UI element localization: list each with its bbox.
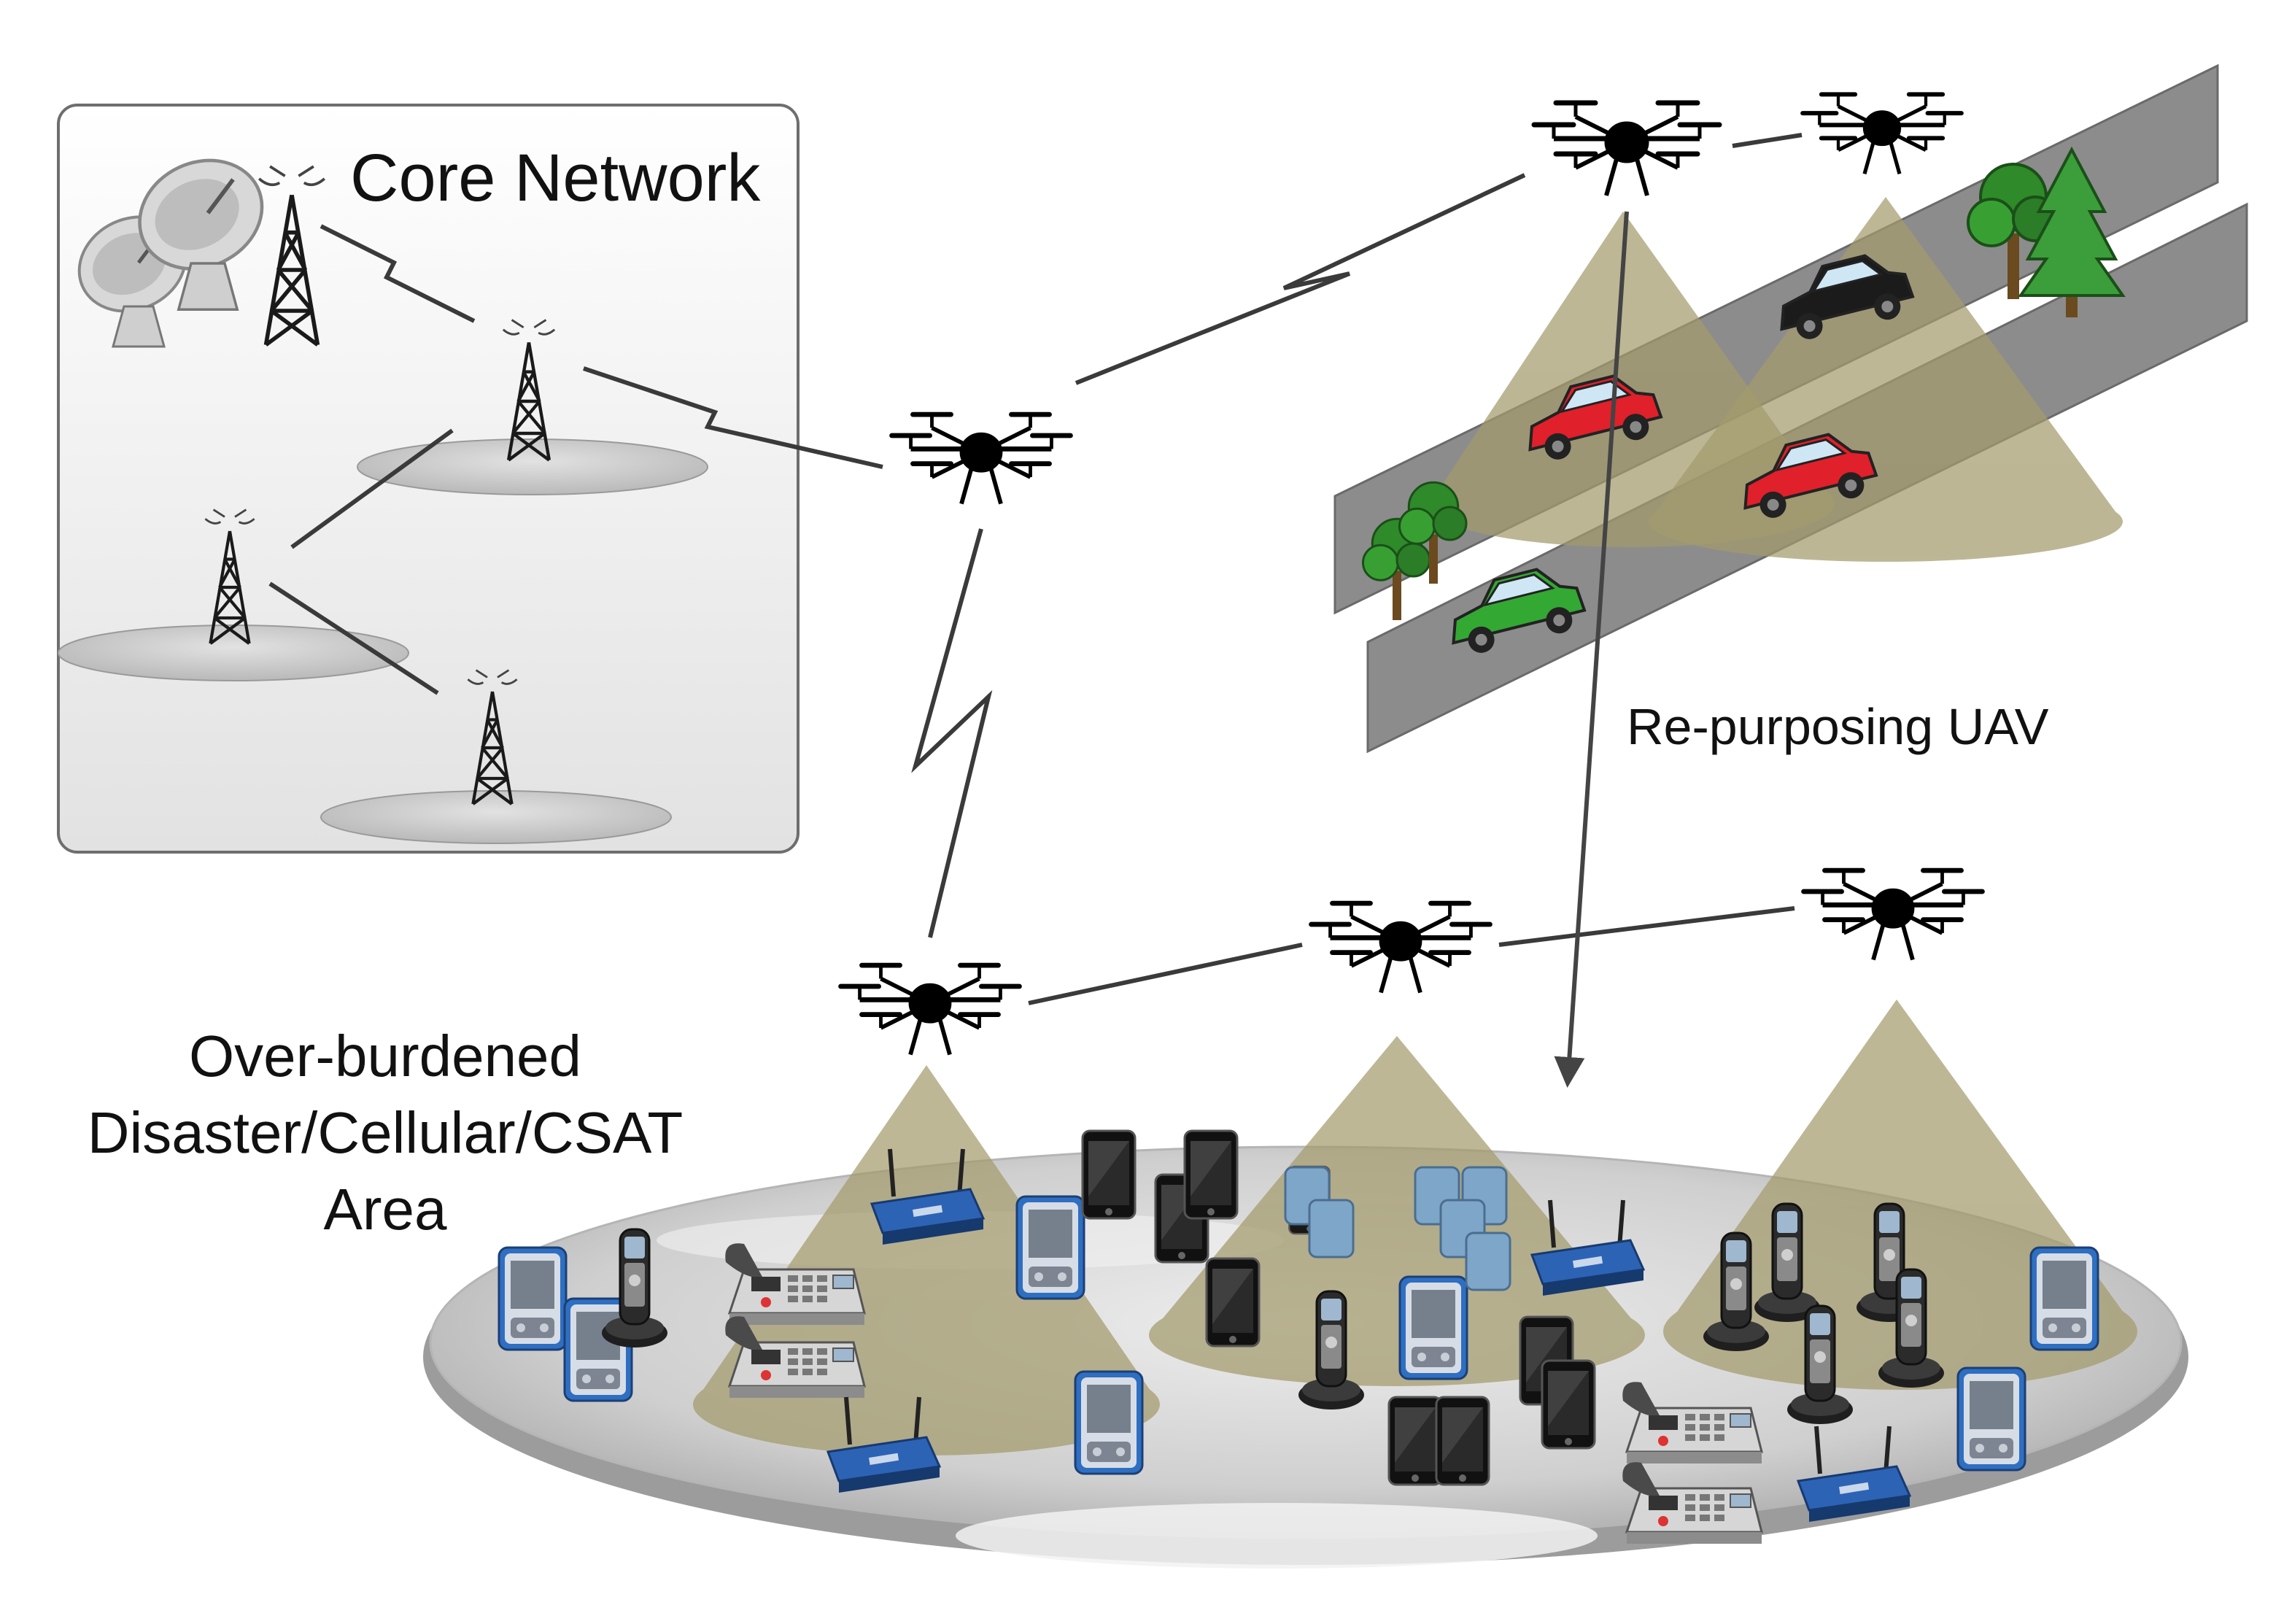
uav-links (583, 133, 1803, 1005)
repurposing-arrow (1554, 211, 1629, 1088)
drone-icon (1801, 93, 1964, 174)
drone-icon (839, 963, 1022, 1054)
tower-platform (357, 438, 708, 495)
drone-icon (1802, 868, 1985, 959)
area-label-line-1: Over-burdened (189, 1024, 581, 1089)
core-network-label: Core Network (350, 141, 761, 215)
smartphone-icon (1284, 1166, 1511, 1291)
tower-platform (320, 790, 672, 844)
area-label-line-2: Disaster/Cellular/CSAT (88, 1100, 683, 1165)
repurposing-label: Re-purposing UAV (1627, 698, 2049, 755)
drone-icon (1309, 901, 1492, 992)
drone-icon (890, 412, 1073, 503)
area-label-line-3: Area (324, 1177, 447, 1242)
pda-icon (1398, 1275, 1468, 1380)
core-network-panel: Core Network (57, 104, 800, 854)
drone-icon (1532, 101, 1722, 196)
tower-links (268, 224, 476, 695)
area-label: Over-burdened Disaster/Cellular/CSAT Are… (88, 1024, 683, 1242)
